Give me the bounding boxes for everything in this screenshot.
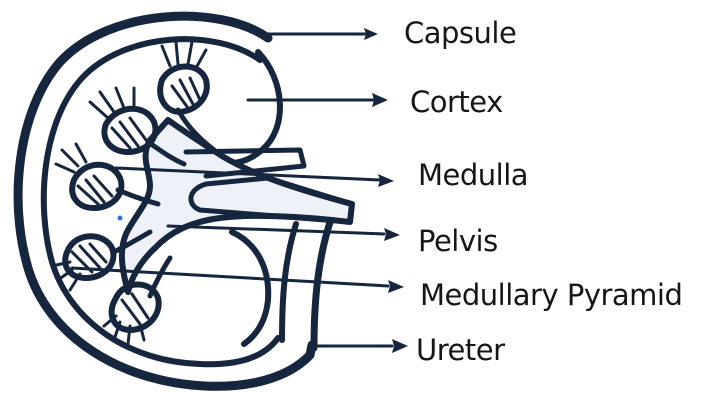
pyramid-middle-lines (56, 144, 112, 204)
pointer-pelvis-line (168, 226, 384, 234)
arrowhead-capsule (364, 28, 378, 40)
blue-dot (118, 216, 123, 221)
pelvis-lower-curve (232, 232, 268, 344)
pointer-pyramid-line (72, 268, 388, 286)
label-capsule: Capsule (404, 16, 516, 50)
pyramid-upper-lines (90, 88, 146, 148)
arrowhead-pelvis (384, 228, 400, 241)
pyramid-upper (104, 109, 155, 152)
ureter-tube-outer (314, 222, 330, 348)
arrowhead-pyramid (388, 280, 404, 293)
arrowhead-ureter (392, 339, 408, 353)
label-medullary-pyramid: Medullary Pyramid (420, 278, 682, 312)
cortex-boundary (220, 52, 280, 163)
arrowhead-cortex (372, 93, 388, 107)
arrowhead-medulla (378, 174, 394, 187)
label-medulla: Medulla (418, 158, 528, 192)
label-ureter: Ureter (416, 333, 505, 367)
label-pelvis: Pelvis (418, 224, 498, 258)
label-cortex: Cortex (410, 85, 503, 119)
